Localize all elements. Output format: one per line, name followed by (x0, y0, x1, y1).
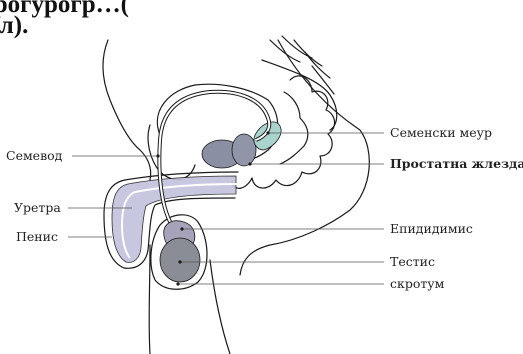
body-front-contour (103, 40, 151, 180)
label-uretra: Уретра (14, 201, 61, 215)
label-semenski-meur: Семенски меур (390, 126, 492, 140)
pubic-bone (148, 125, 195, 179)
label-semevod: Семевод (6, 149, 62, 163)
inner-thigh-contour (210, 260, 230, 354)
body-back-contour (240, 40, 369, 275)
testis (160, 238, 200, 282)
thigh-contour (149, 245, 150, 354)
label-penis: Пенис (16, 230, 58, 244)
rectum-inner (280, 92, 308, 164)
rectum (232, 76, 335, 188)
label-skrotum: скротум (390, 277, 444, 291)
label-epididimis: Епидидимис (390, 222, 473, 236)
spine-segments (270, 36, 334, 94)
prostate (232, 134, 256, 166)
label-testis: Тестис (390, 255, 435, 269)
label-prostatna-zhlezda: Простатна жлезда (390, 157, 523, 171)
